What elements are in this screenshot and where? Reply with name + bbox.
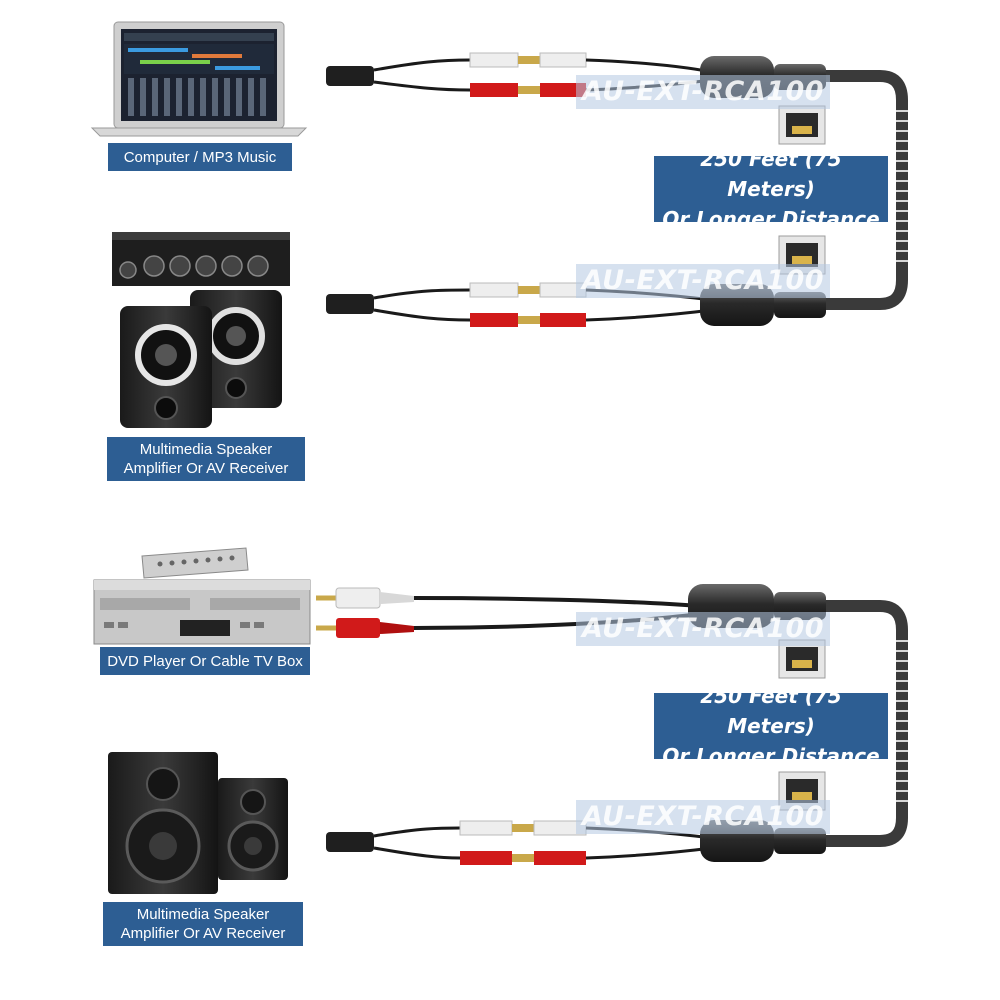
rj45-port-icon <box>778 105 826 145</box>
cable-set-1-bottom <box>296 282 826 327</box>
speakers-bottom-image <box>108 752 288 894</box>
computer-label-text: Computer / MP3 Music <box>123 148 277 166</box>
speakers-top-image <box>120 290 282 428</box>
dvd-player-image <box>93 579 311 645</box>
model-watermark: AU-EXT-RCA100 <box>576 264 831 298</box>
amplifier-image <box>112 232 290 286</box>
model-watermark: AU-EXT-RCA100 <box>576 800 831 834</box>
rj45-port-icon <box>778 639 826 679</box>
speaker-top-label-line1: Multimedia Speaker <box>139 441 273 458</box>
distance-label-line2: Or Longer Distance <box>662 207 880 231</box>
model-watermark: AU-EXT-RCA100 <box>576 612 831 646</box>
speaker-top-label: Multimedia Speaker Amplifier Or AV Recei… <box>107 437 305 481</box>
speaker-bottom-label-line2: Amplifier Or AV Receiver <box>120 925 286 942</box>
long-cable-bottom <box>826 600 908 847</box>
remote-control-image <box>141 547 249 579</box>
distance-label-line1: 250 Feet (75 Meters) <box>700 147 842 201</box>
laptop-image <box>90 21 308 137</box>
speaker-bottom-label-line1: Multimedia Speaker <box>136 906 270 923</box>
distance-label-bottom: 250 Feet (75 Meters) Or Longer Distance <box>654 684 888 768</box>
speaker-top-label-line2: Amplifier Or AV Receiver <box>123 460 289 477</box>
distance-label-line2: Or Longer Distance <box>662 744 880 768</box>
model-watermark: AU-EXT-RCA100 <box>576 75 831 109</box>
dvd-label: DVD Player Or Cable TV Box <box>100 647 310 675</box>
distance-label-top: 250 Feet (75 Meters) Or Longer Distance <box>654 147 888 231</box>
distance-label-line1: 250 Feet (75 Meters) <box>700 684 842 738</box>
computer-label: Computer / MP3 Music <box>108 143 292 171</box>
speaker-bottom-label: Multimedia Speaker Amplifier Or AV Recei… <box>103 902 303 946</box>
dvd-label-text: DVD Player Or Cable TV Box <box>107 652 303 670</box>
